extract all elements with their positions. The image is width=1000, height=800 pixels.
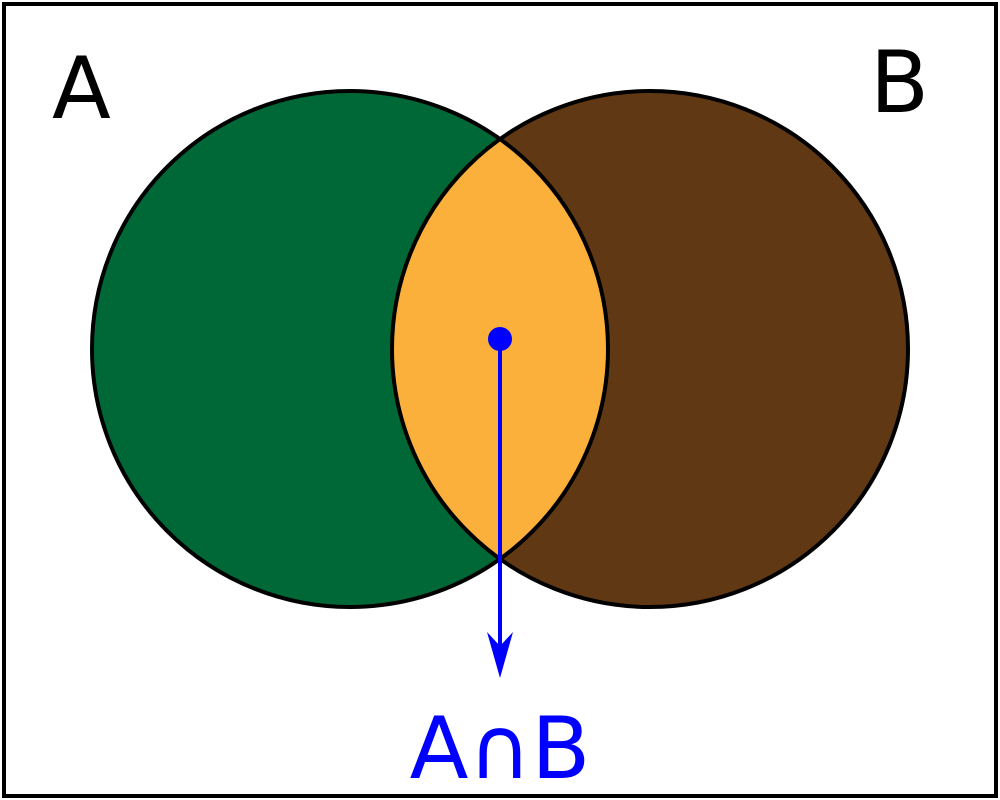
intersection-pointer-arrowhead <box>487 632 513 678</box>
set-b-label: B <box>870 33 929 133</box>
set-a-label: A <box>52 39 111 139</box>
intersection-region <box>392 91 608 607</box>
set-b-outline <box>390 89 910 609</box>
set-a-outline <box>90 89 610 609</box>
intersection-label: A∩B <box>410 699 591 799</box>
